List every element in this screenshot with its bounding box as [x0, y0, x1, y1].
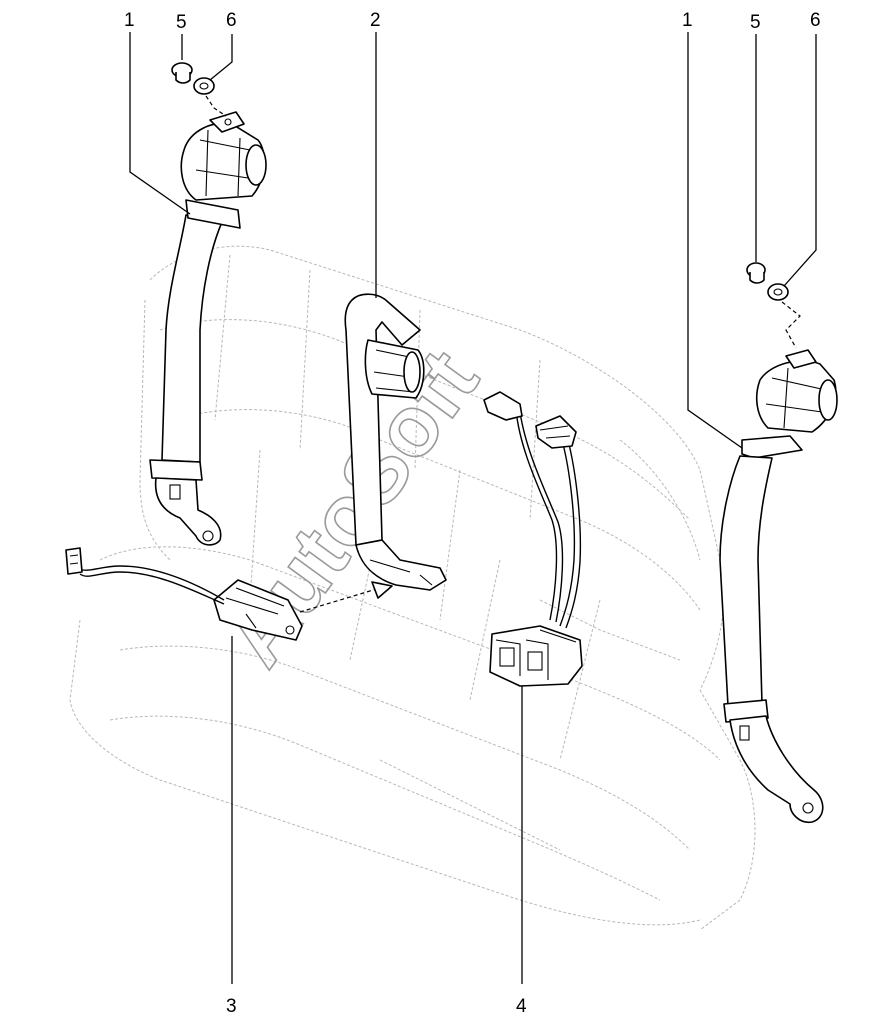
buckle-double	[483, 391, 583, 687]
callout-belt-left: 1	[124, 10, 135, 31]
callout-buckle-double: 4	[516, 996, 527, 1017]
washer-left	[193, 77, 215, 95]
callout-belt-right: 1	[682, 10, 693, 31]
seat-belt-center	[344, 293, 447, 591]
seat-belt-left	[149, 111, 267, 546]
bolt-axis-right	[781, 301, 801, 349]
leader-lines	[129, 32, 817, 984]
callout-buckle-left: 3	[226, 996, 237, 1017]
seat-belt-right	[719, 349, 838, 824]
callout-washer-left: 6	[226, 10, 237, 31]
callout-bolt-left: 5	[176, 12, 187, 33]
callout-bolt-right: 5	[750, 12, 761, 33]
callout-belt-center: 2	[370, 10, 381, 31]
callout-washer-right: 6	[810, 10, 821, 31]
bolt-axis-left	[205, 95, 227, 117]
buckle-arrow-head	[371, 581, 393, 599]
bolt-left	[171, 62, 193, 84]
buckle-single	[65, 547, 303, 641]
washer-right	[767, 283, 789, 301]
bolt-right	[746, 262, 766, 284]
